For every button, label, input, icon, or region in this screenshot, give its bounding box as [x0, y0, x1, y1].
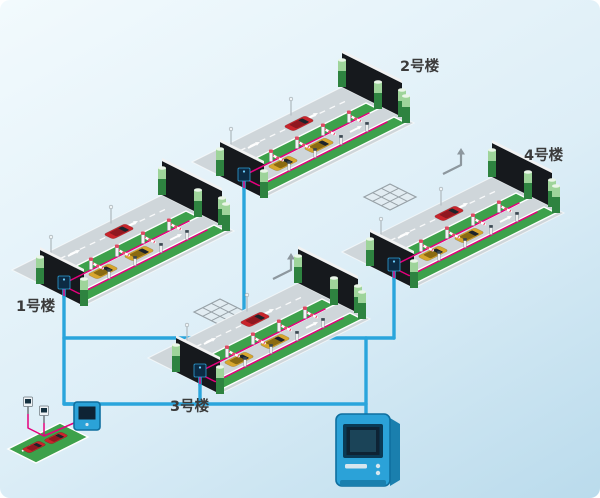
- entrance-kiosk-icon: [23, 396, 33, 415]
- building-4-label: 4号楼: [524, 146, 564, 164]
- kiosk-side-face: [390, 418, 400, 486]
- building-2-label: 2号楼: [400, 57, 440, 75]
- building-1-module: [12, 158, 234, 306]
- kiosk-screen-content: [350, 430, 376, 452]
- building-2-module: [192, 50, 414, 198]
- network-line-building1: [62, 287, 78, 406]
- guide-arrow-icon: [271, 251, 297, 281]
- kiosk-button: [375, 470, 381, 476]
- kiosk-base: [340, 480, 386, 486]
- payment-kiosk: [335, 413, 400, 487]
- monitor-terminal: [73, 401, 101, 431]
- building-1-label: 1号楼: [16, 297, 56, 315]
- station-grass-pad: [6, 422, 90, 464]
- kiosk-button: [375, 463, 381, 469]
- building-3-label: 3号楼: [170, 397, 210, 415]
- guide-arrow-icon: [441, 146, 467, 176]
- building-3-module: [148, 246, 370, 394]
- entrance-kiosk-icon: [39, 405, 49, 424]
- entrance-station: [6, 396, 101, 464]
- kiosk-card-slot: [345, 464, 367, 469]
- road-crossing-icon: [363, 183, 417, 211]
- station-device-cable: [27, 414, 75, 437]
